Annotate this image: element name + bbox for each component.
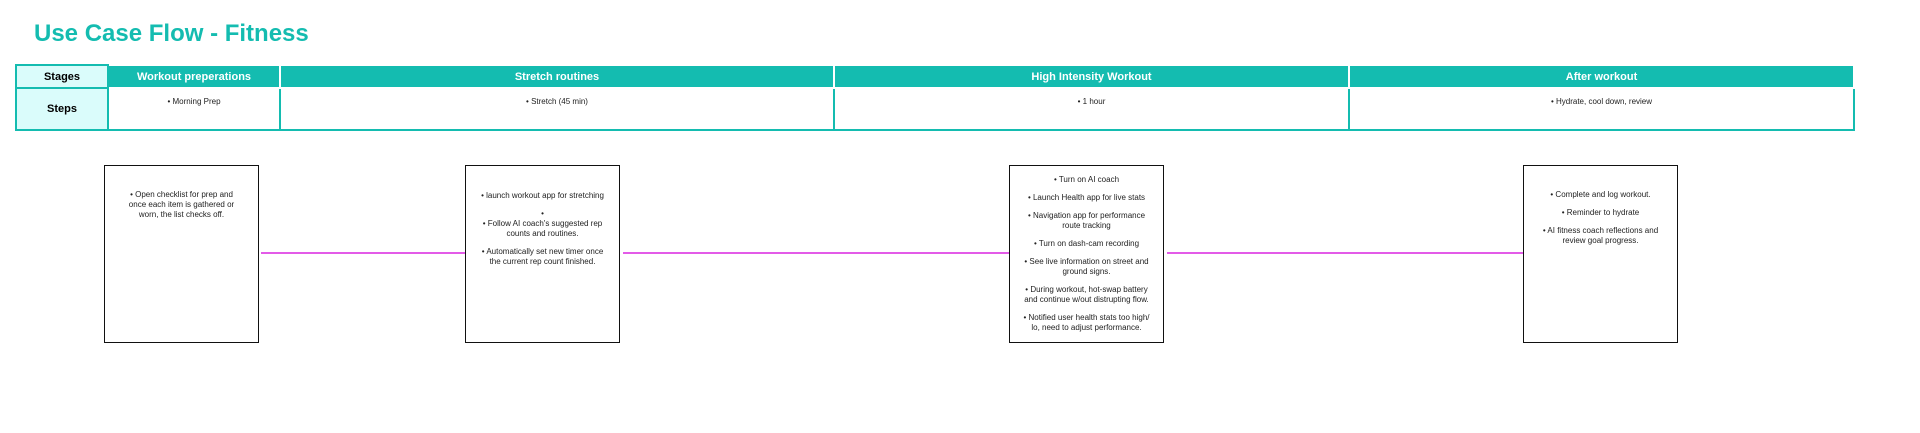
step-text: 1 hour [1082,97,1106,106]
step-cell: • Stretch (45 min) [279,87,835,131]
box-item: Follow AI coach's suggested rep counts a… [476,219,609,239]
step-cell: • Hydrate, cool down, review [1348,87,1855,131]
box-item [476,209,609,219]
box-item: Complete and log workout. [1534,190,1667,200]
step-box-after-workout: Complete and log workout. Reminder to hyd… [1523,165,1678,343]
connector-line [623,252,1009,254]
box-item: Launch Health app for live stats [1020,193,1153,203]
steps-row: Steps • Morning Prep • Stretch (45 min) … [15,87,1855,131]
step-cell: • Morning Prep [107,87,281,131]
stage-header: High Intensity Workout [833,64,1350,89]
connector-line [1167,252,1523,254]
box-item: Open checklist for prep and once each it… [123,190,240,220]
box-item: Navigation app for performance route tra… [1020,211,1153,231]
page-title: Use Case Flow - Fitness [34,20,309,47]
step-box-high-intensity: Turn on AI coachLaunch Health app for li… [1009,165,1164,343]
step-text: Morning Prep [172,97,221,106]
box-item: AI fitness coach reflections and review … [1534,226,1667,246]
box-item: Turn on AI coach [1020,175,1153,185]
stage-header: After workout [1348,64,1855,89]
stages-table: Stages Workout preperations Stretch rout… [15,64,1855,131]
step-cell: • 1 hour [833,87,1350,131]
box-item: Notified user health stats too high/ lo,… [1020,313,1153,333]
box-item: Turn on dash-cam recording [1020,239,1153,249]
box-item: Reminder to hydrate [1534,208,1667,218]
connector-line [261,252,465,254]
box-item: Automatically set new timer once the cur… [476,247,609,267]
step-text: Stretch (45 min) [531,97,588,106]
stage-header: Stretch routines [279,64,835,89]
steps-label: Steps [15,87,109,131]
step-text: Hydrate, cool down, review [1555,97,1653,106]
step-box-workout-prep: Open checklist for prep and once each it… [104,165,259,343]
stages-label: Stages [15,64,109,89]
stage-header: Workout preperations [107,64,281,89]
box-item: During workout, hot-swap battery and con… [1020,285,1153,305]
step-box-stretch: launch workout app for stretchingFollow … [465,165,620,343]
stages-row: Stages Workout preperations Stretch rout… [15,64,1855,89]
box-item: See live information on street and groun… [1020,257,1153,277]
box-item: launch workout app for stretching [476,191,609,201]
